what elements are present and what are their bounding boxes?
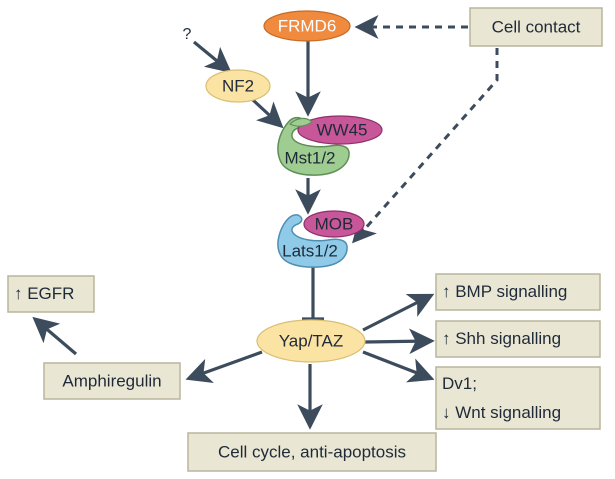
edge-contact-lats (352, 48, 499, 244)
edge-amphiregulin-egfr (32, 316, 78, 356)
shh-label: ↑ Shh signalling (442, 329, 562, 348)
bmp-label: ↑ BMP signalling (442, 282, 568, 301)
cell-cycle-box (187, 432, 437, 472)
shh-box (435, 320, 601, 358)
edge-yap-amphiregulin (185, 350, 263, 383)
edge-question-nf2 (192, 40, 232, 74)
edge-nf2-mst (251, 98, 284, 129)
question-label: ? (182, 26, 192, 43)
edge-yap-dv1 (362, 350, 435, 383)
edge-yap-bmp (362, 293, 435, 332)
dv1-box (435, 366, 601, 430)
dv1-label-line2: ↓ Wnt signalling (442, 403, 562, 422)
cell-contact-label: Cell contact (491, 17, 581, 37)
nf2-label: NF2 (221, 76, 255, 96)
bmp-box (435, 273, 601, 311)
yap-taz-label: Yap/TAZ (278, 331, 344, 351)
cell-contact-box (469, 7, 603, 47)
cell-cycle-label: Cell cycle, anti-apoptosis (217, 442, 407, 462)
egfr-box (7, 275, 95, 313)
mob-node (303, 210, 365, 238)
mst-label: Mst1/2 (284, 148, 336, 168)
ww45-label: WW45 (316, 120, 368, 140)
amphiregulin-label: Amphiregulin (62, 371, 162, 391)
lats-node (277, 214, 348, 268)
frmd6-label: FRMD6 (277, 16, 337, 36)
nf2-node (205, 69, 271, 103)
amphiregulin-box (43, 362, 181, 400)
dv1-label-line1: Dv1; (442, 374, 477, 393)
lats-label: Lats1/2 (282, 241, 338, 261)
edge-yap-shh (364, 328, 435, 355)
egfr-label: ↑ EGFR (14, 284, 75, 303)
yap-taz-node (256, 319, 366, 363)
ww45-node (297, 115, 383, 145)
frmd6-node (263, 10, 351, 42)
mst-cap (288, 117, 313, 127)
mob-label: MOB (314, 214, 354, 234)
